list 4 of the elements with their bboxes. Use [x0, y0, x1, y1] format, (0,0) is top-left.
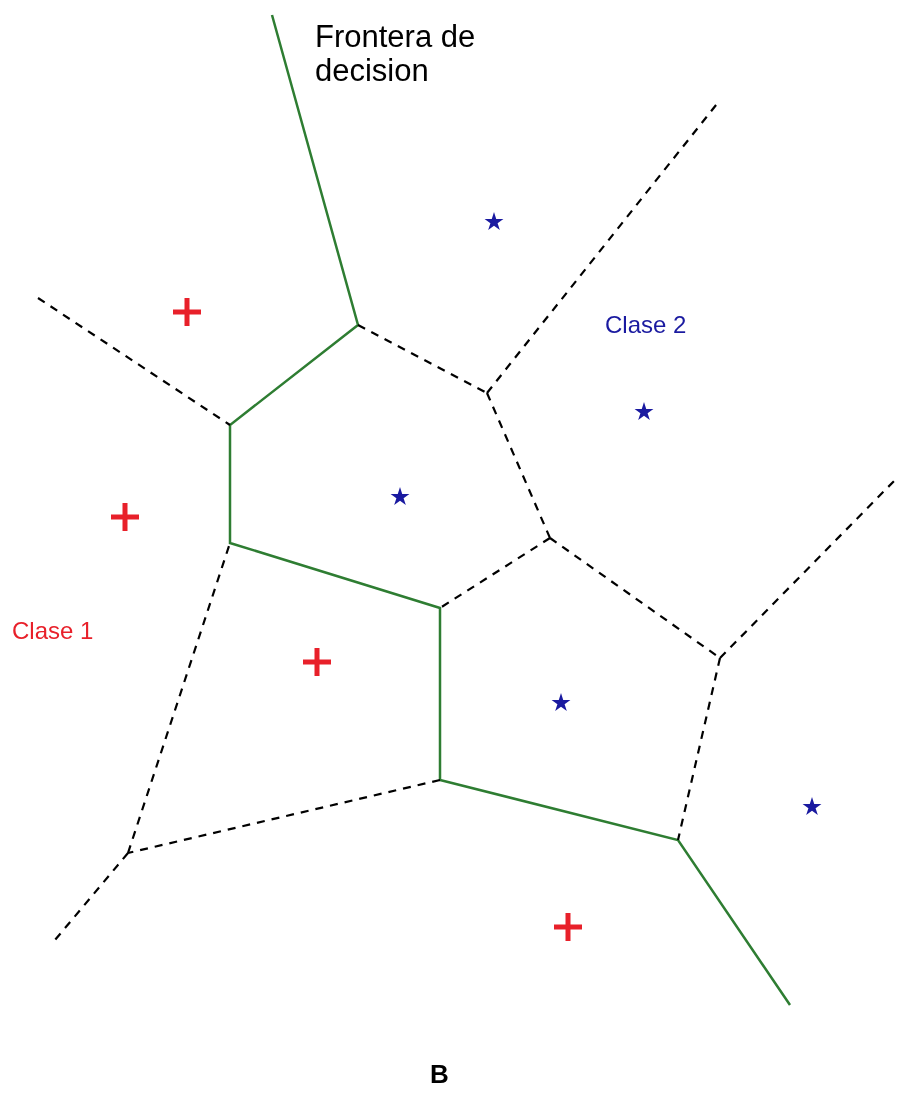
class-label: Clase 2	[605, 312, 688, 339]
panel-label: B	[430, 1060, 450, 1089]
boundary-label: Frontera de decision	[315, 20, 477, 89]
class-label: Clase 1	[12, 618, 95, 645]
